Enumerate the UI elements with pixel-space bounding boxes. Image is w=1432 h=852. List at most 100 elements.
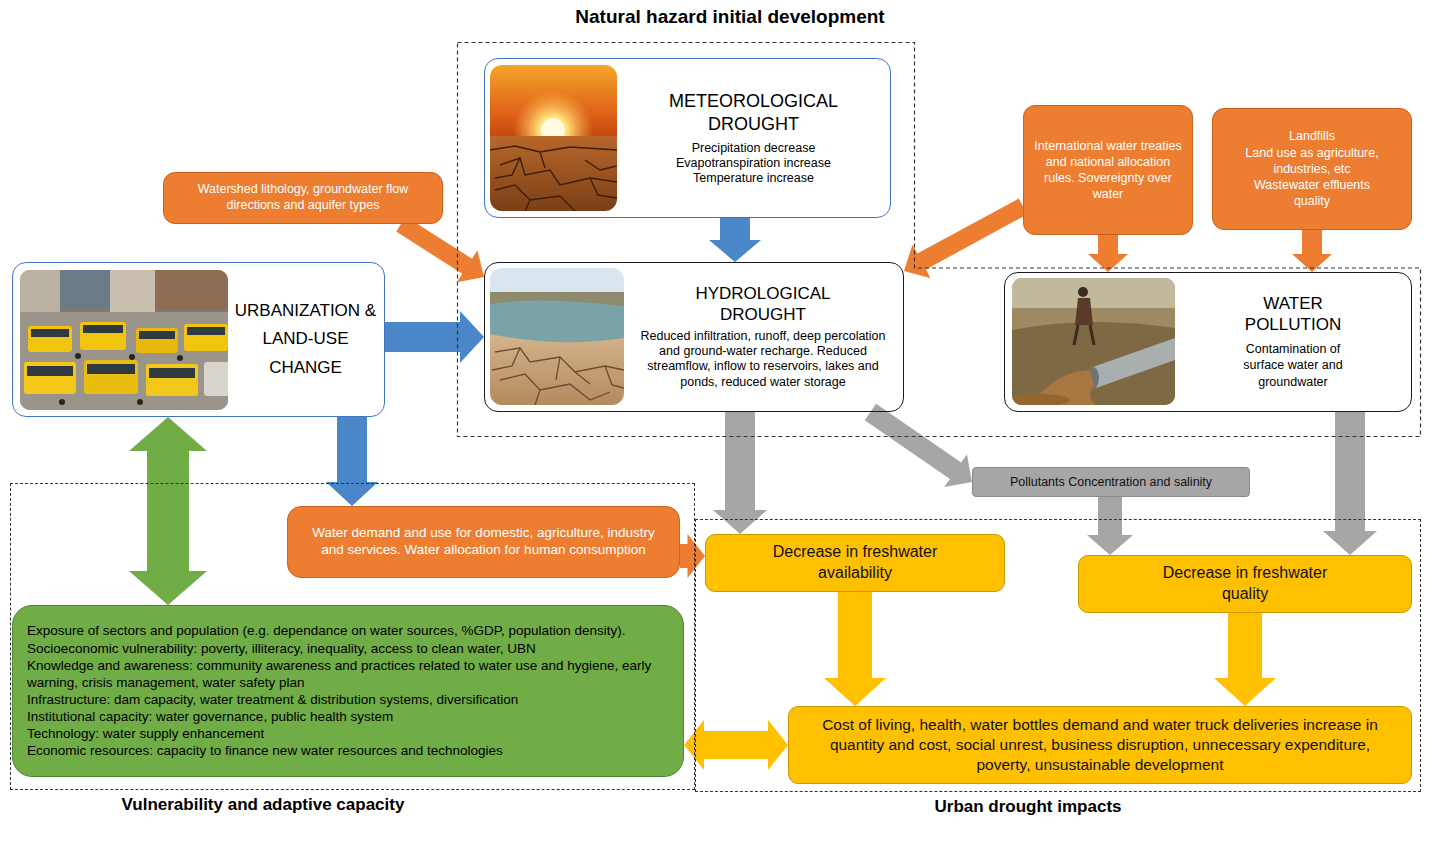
node-label: Evapotranspiration increase <box>676 156 831 171</box>
city-traffic-photo-part <box>80 322 126 350</box>
impact-box: Decrease in freshwater availability <box>705 534 1005 592</box>
node-label: International water treaties and nationa… <box>1034 138 1182 203</box>
node-label: URBANIZATION & LAND-USE CHANGE <box>233 297 378 381</box>
pollution-box: WATER POLLUTION Contamination of surface … <box>1004 272 1412 412</box>
city-traffic-photo-part <box>59 399 65 405</box>
node-label: Land use as agriculture, industries, etc <box>1223 145 1401 178</box>
node-label: Wastewater effluents quality <box>1237 177 1387 210</box>
wastewater-pipe-photo-part <box>1090 338 1175 388</box>
impact-box: Decrease in freshwater quality <box>1078 555 1412 613</box>
city-traffic-photo-part <box>27 366 73 376</box>
wastewater-pipe-photo-part <box>1078 287 1088 297</box>
node-label: Economic resources: capacity to finance … <box>27 742 669 759</box>
node-label: Institutional capacity: water governance… <box>27 708 669 725</box>
wastewater-pipe-photo-part <box>1012 278 1175 405</box>
factor-box: Watershed lithology, groundwater flow di… <box>163 172 443 224</box>
wastewater-pipe-photo-part <box>1012 322 1175 405</box>
node-label: Infrastructure: dam capacity, water trea… <box>27 691 669 708</box>
impact-box: Cost of living, health, water bottles de… <box>788 706 1412 784</box>
factor-box: International water treaties and nationa… <box>1023 105 1193 235</box>
wastewater-pipe-photo-part <box>1074 325 1094 345</box>
city-traffic-photo-part <box>137 399 143 405</box>
city-traffic-photo-part <box>204 362 228 396</box>
flow-arrow <box>1214 613 1276 706</box>
sunset-drought-photo-part <box>490 146 617 211</box>
flow-arrow <box>1087 497 1133 555</box>
node-heading: Landfills <box>1289 128 1335 144</box>
node-label: Pollutants Concentration and salinity <box>1010 475 1212 490</box>
factor-box: Water demand and use for domestic, agric… <box>287 506 680 578</box>
dry-reservoir-photo <box>490 268 624 405</box>
node-label: Watershed lithology, groundwater flow di… <box>174 182 432 213</box>
flow-arrow <box>396 216 484 282</box>
dashed-outline <box>458 43 1421 437</box>
wastewater-pipe-photo <box>1012 278 1175 405</box>
flow-arrow <box>1088 235 1128 272</box>
city-traffic-photo-part <box>136 328 178 353</box>
factor-box: LandfillsLand use as agriculture, indust… <box>1212 108 1412 230</box>
node-label: Decrease in freshwater availability <box>750 542 960 584</box>
dry-reservoir-photo-part <box>492 348 624 405</box>
flow-arrow <box>713 412 767 534</box>
city-traffic-photo <box>20 270 228 410</box>
wastewater-pipe-photo-part <box>1012 394 1070 405</box>
city-traffic-photo-part <box>20 270 60 315</box>
region-heading: Vulnerability and adaptive capacity <box>11 795 515 815</box>
city-traffic-photo-part <box>28 326 72 352</box>
flow-arrow <box>1292 230 1332 272</box>
flow-arrow <box>904 199 1027 279</box>
node-label: Knowledge and awareness: community aware… <box>27 657 669 691</box>
node-label: Precipitation decrease <box>692 141 816 156</box>
region-heading: Urban drought impacts <box>696 797 1360 817</box>
flow-arrow <box>1323 412 1377 555</box>
city-traffic-photo-part <box>149 368 195 378</box>
drought-box: METEOROLOGICAL DROUGHT Precipitation decr… <box>484 58 891 218</box>
node-heading: HYDROLOGICAL DROUGHT <box>678 284 848 325</box>
node-label: Decrease in freshwater quality <box>1140 563 1350 605</box>
flow-arrow <box>326 417 378 506</box>
impacts-region: Urban drought impactsDecrease in freshwa… <box>695 519 1421 792</box>
city-traffic-photo-part <box>83 325 123 333</box>
flow-arrow <box>129 417 207 605</box>
sunset-drought-photo-part <box>490 136 617 211</box>
flow-arrow <box>680 534 705 578</box>
city-traffic-photo-part <box>84 360 138 394</box>
node-label: Water demand and use for domestic, agric… <box>300 525 667 559</box>
city-traffic-photo-part <box>20 312 228 410</box>
city-traffic-photo-part <box>87 364 135 374</box>
sunset-drought-photo <box>490 65 617 211</box>
city-traffic-photo-part <box>184 324 228 351</box>
city-traffic-photo-part <box>139 331 175 339</box>
city-traffic-photo-part <box>75 353 81 359</box>
drought-box: HYDROLOGICAL DROUGHTReduced infiltration… <box>484 262 904 412</box>
flow-arrow <box>385 311 484 363</box>
flow-arrow <box>865 404 972 487</box>
capacity-box: Exposure of sectors and population (e.g.… <box>12 605 684 777</box>
node-label: Temperature increase <box>693 171 814 186</box>
node-label: Exposure of sectors and population (e.g.… <box>27 622 669 656</box>
city-traffic-photo-part <box>31 329 69 337</box>
node-heading: WATER POLLUTION <box>1228 294 1358 335</box>
node-label: Technology: water supply enhancement <box>27 725 669 742</box>
vulnerability-region: Vulnerability and adaptive capacityWater… <box>10 483 695 790</box>
city-traffic-photo-part <box>20 270 228 410</box>
region-heading: Natural hazard initial development <box>457 6 1003 29</box>
dry-reservoir-photo-part <box>490 334 624 405</box>
flow-arrow <box>684 720 788 770</box>
flow-arrow <box>824 592 886 706</box>
node-label: Reduced infiltration, runoff, deep perco… <box>631 329 895 390</box>
process-box: Pollutants Concentration and salinity <box>972 467 1250 497</box>
city-traffic-photo-part <box>187 327 225 335</box>
city-traffic-photo-part <box>146 364 198 396</box>
city-traffic-photo-part <box>60 270 110 308</box>
city-traffic-photo-part <box>24 362 76 394</box>
node-label: Cost of living, health, water bottles de… <box>801 715 1399 775</box>
city-traffic-photo-part <box>155 270 228 310</box>
driver-box: URBANIZATION & LAND-USE CHANGE <box>12 262 385 417</box>
city-traffic-photo-part <box>129 354 135 360</box>
city-traffic-photo-part <box>110 270 155 318</box>
node-heading: METEOROLOGICAL DROUGHT <box>654 90 854 135</box>
node-label: Contamination of surface water and groun… <box>1231 341 1356 390</box>
hazard-region: Natural hazard initial developmentMETEOR… <box>457 42 1421 437</box>
